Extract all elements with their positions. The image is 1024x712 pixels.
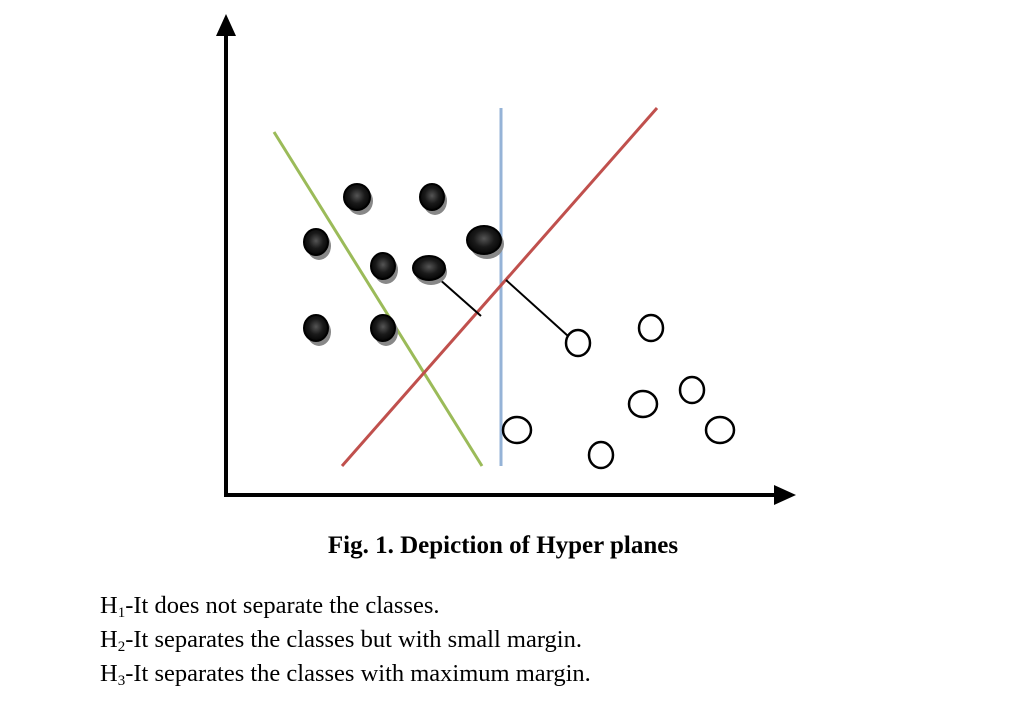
margin-line xyxy=(505,279,569,337)
open-point xyxy=(637,313,665,343)
margin-line xyxy=(437,277,482,317)
hyperplane-h2 xyxy=(340,107,659,467)
filled-point xyxy=(466,225,504,259)
x-axis-arrow-icon xyxy=(774,485,796,505)
open-point xyxy=(564,328,592,358)
hyperplane-h1 xyxy=(272,131,484,467)
filled-point xyxy=(412,255,447,285)
class-a-points xyxy=(303,183,504,346)
filled-point xyxy=(343,183,373,215)
filled-point xyxy=(370,252,398,284)
filled-point xyxy=(419,183,447,215)
open-point xyxy=(627,389,659,419)
open-point xyxy=(587,440,615,470)
open-point xyxy=(501,415,533,445)
filled-point xyxy=(303,228,331,260)
filled-point xyxy=(370,314,398,346)
filled-point xyxy=(303,314,331,346)
hyperplane-description-h1: H1-It does not separate the classes. xyxy=(100,592,440,621)
hyperplane-description-h2: H2-It separates the classes but with sma… xyxy=(100,626,582,655)
figure-caption: Fig. 1. Depiction of Hyper planes xyxy=(327,532,679,559)
open-point xyxy=(704,415,736,445)
hyperplane-description-h3: H3-It separates the classes with maximum… xyxy=(100,660,591,689)
y-axis-arrow-icon xyxy=(216,14,236,36)
open-point xyxy=(678,375,706,405)
class-b-points xyxy=(501,313,736,470)
